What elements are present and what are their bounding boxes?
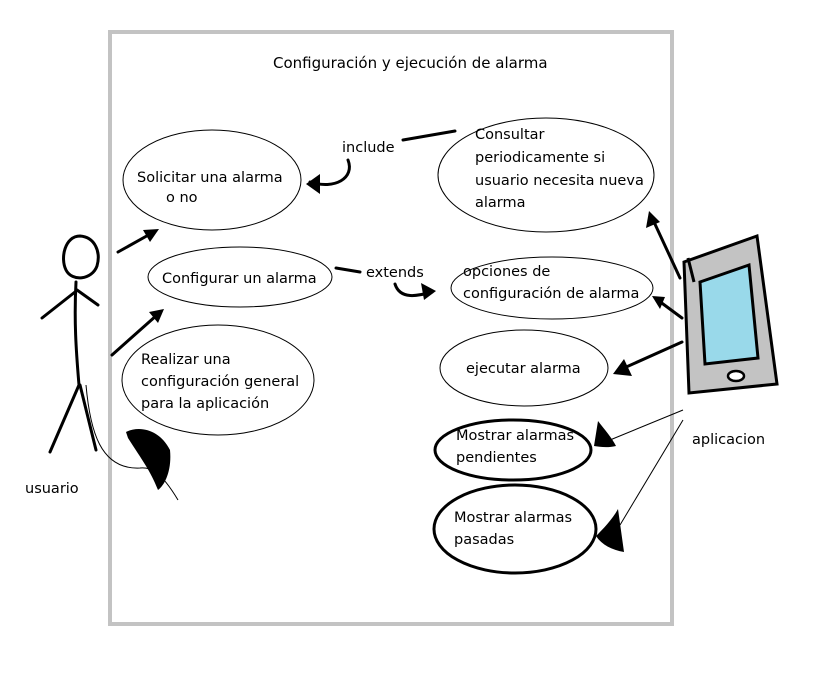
arrowhead-app-pendientes — [594, 421, 616, 448]
usecase-pasadas-label-1: Mostrar alarmas — [454, 510, 572, 526]
system-boundary — [108, 30, 674, 626]
actor-usuario-leg-left — [48, 383, 81, 454]
arrow-usuario-configurar — [110, 313, 159, 357]
usecase-opciones-label-2: configuración de alarma — [463, 286, 639, 302]
actor-usuario-arm-right — [75, 288, 100, 307]
usecase-ejecutar-label: ejecutar alarma — [466, 361, 581, 377]
line-app-pendientes — [609, 409, 684, 441]
device-screen — [698, 262, 760, 366]
arrowhead-usuario-solicitar — [143, 229, 159, 242]
relation-extends-label: extends — [366, 265, 424, 281]
arrowhead-usuario-configurar — [149, 309, 164, 323]
arrowhead-app-pasadas — [596, 509, 624, 552]
usecase-consultar-label-1: Consultar — [475, 127, 545, 143]
arrowhead-app-ejecutar — [613, 359, 632, 376]
actor-usuario-arm-left — [40, 290, 77, 320]
usecase-configurar-label: Configurar un alarma — [162, 271, 317, 287]
device-top-line — [686, 257, 696, 283]
usecase-pasadas-label-2: pasadas — [454, 532, 514, 548]
actor-usuario-label: usuario — [25, 481, 79, 497]
relation-include-label: include — [342, 140, 395, 156]
usecase-consultar-periodicamente — [437, 117, 655, 233]
device-home-button — [726, 369, 746, 383]
actor-aplicacion — [682, 233, 779, 395]
arrowhead-blob-usuario — [126, 429, 171, 490]
arrow-app-consultar — [652, 220, 682, 280]
usecase-pendientes-label-1: Mostrar alarmas — [456, 428, 574, 444]
usecase-solicitar-alarma — [122, 129, 302, 231]
usecase-realizar-label-2: configuración general — [141, 374, 299, 390]
usecase-pendientes-label-2: pendientes — [456, 450, 537, 466]
extends-arrowhead — [421, 283, 436, 300]
usecase-alarmas-pendientes — [433, 418, 593, 482]
arrow-app-opciones — [657, 299, 684, 320]
include-arrowhead — [306, 174, 320, 194]
usecase-opciones-label-1: opciones de — [463, 264, 550, 280]
usecase-realizar-label-3: para la aplicación — [141, 396, 269, 412]
actor-aplicacion-label: aplicacion — [692, 432, 765, 448]
arrow-usuario-solicitar — [116, 231, 154, 254]
usecase-configuracion-general — [121, 324, 315, 436]
usecase-solicitar-label-2: o no — [166, 190, 198, 206]
usecase-alarmas-pasadas — [432, 483, 598, 575]
usecase-consultar-label-2: periodicamente si — [475, 150, 605, 166]
usecase-realizar-label-1: Realizar una — [141, 352, 231, 368]
usecase-consultar-label-3: usuario necesita nueva — [475, 173, 644, 189]
usecase-ejecutar-alarma — [439, 329, 609, 407]
arrowhead-app-consultar — [646, 211, 660, 228]
usecase-solicitar-label-1: Solicitar una alarma — [137, 170, 283, 186]
actor-usuario-head — [62, 234, 100, 280]
actor-usuario-body — [73, 280, 81, 387]
actor-usuario — [40, 234, 100, 454]
arrow-app-ejecutar — [622, 340, 684, 370]
usecase-consultar-label-4: alarma — [475, 195, 526, 211]
usecase-opciones-configuracion — [450, 256, 654, 320]
usecase-configurar-alarma — [147, 246, 333, 308]
line-app-pasadas — [619, 419, 684, 526]
arrowhead-app-opciones — [652, 296, 665, 309]
actor-usuario-leg-right — [78, 383, 98, 452]
diagram-title: Configuración y ejecución de alarma — [273, 54, 548, 72]
